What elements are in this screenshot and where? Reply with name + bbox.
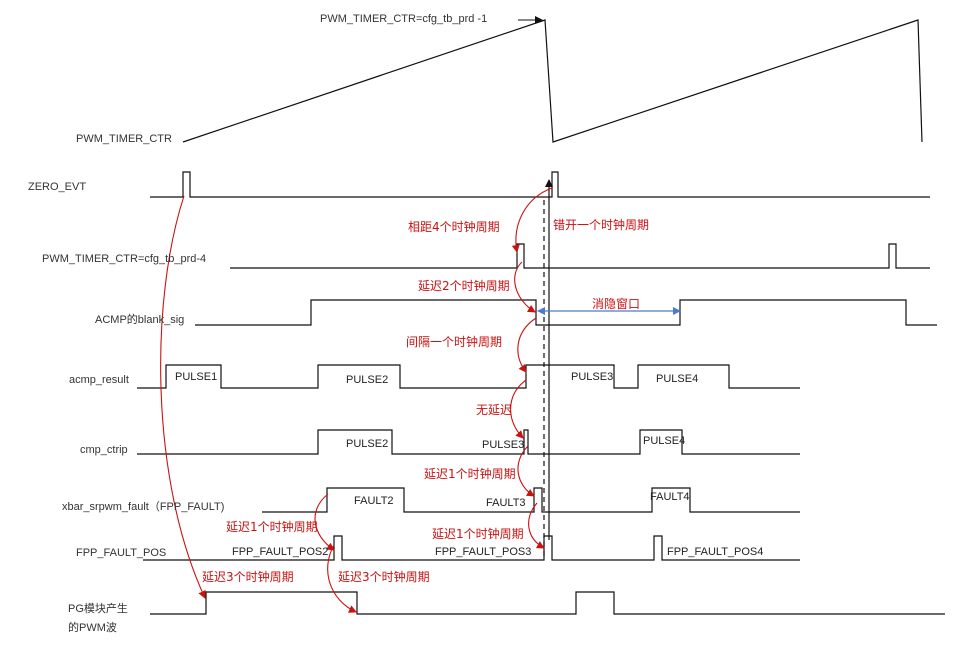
fpp-pos3-label: FPP_FAULT_POS3	[435, 546, 531, 558]
arrow-fault-to-fpp	[528, 502, 545, 549]
zero-evt-wave	[150, 171, 930, 198]
arrow-zero-to-prd4	[511, 187, 553, 253]
fault3-label: FAULT3	[486, 497, 526, 509]
arrow-fault2-to-fpp2	[314, 493, 335, 551]
label-acmp-result: acmp_result	[69, 374, 129, 386]
ctrip-pulse2-label: PULSE2	[346, 438, 388, 450]
fault2-label: FAULT2	[354, 495, 394, 507]
annotation-delay2: 延迟2个时钟周期	[418, 278, 510, 293]
annotation-blank-window: 消隐窗口	[592, 297, 640, 311]
blank-sig-wave	[195, 299, 937, 326]
arrow-fpp2-to-pg	[327, 544, 357, 613]
pwm-timer-ctr-wave	[182, 19, 923, 143]
acmp-pulse2-label: PULSE2	[346, 374, 388, 386]
cmp-ctrip-wave	[137, 429, 800, 455]
annotation-interval1: 间隔一个时钟周期	[406, 334, 502, 349]
arrow-acmp-to-ctrip	[510, 379, 527, 439]
arrow-ctrip-to-fault	[517, 445, 535, 497]
acmp-pulse3-label: PULSE3	[571, 371, 613, 383]
label-zero-evt: ZERO_EVT	[28, 181, 86, 193]
label-blank-sig: ACMP的blank_sig	[95, 312, 184, 326]
label-cmp-ctrip: cmp_ctrip	[80, 444, 128, 456]
top-label: PWM_TIMER_CTR=cfg_tb_prd -1	[320, 13, 487, 25]
fpp-pos4-label: FPP_FAULT_POS4	[667, 546, 763, 558]
fpp-fault-pos-wave	[143, 535, 800, 561]
label-pg-pwm-line1: PG模块产生	[68, 601, 128, 615]
annotation-delay1-c: 延迟1个时钟周期	[432, 526, 524, 541]
annotation-delay3-b: 延迟3个时钟周期	[338, 569, 430, 584]
annotation-delay1-b: 延迟1个时钟周期	[226, 519, 318, 534]
annotation-dist4: 相距4个时钟周期	[408, 219, 500, 234]
fault4-label: FAULT4	[650, 491, 690, 503]
annotation-offset1: 错开一个时钟周期	[553, 217, 649, 232]
annotation-delay3-a: 延迟3个时钟周期	[202, 569, 294, 584]
annotation-no-delay: 无延迟	[476, 403, 512, 417]
acmp-pulse4-label: PULSE4	[656, 373, 698, 385]
ctrip-pulse3-label: PULSE3	[482, 439, 524, 451]
label-pg-pwm-line2: 的PWM波	[68, 620, 117, 634]
label-pwm-timer-ctr: PWM_TIMER_CTR	[76, 133, 172, 145]
arrow-prd4-to-blank	[514, 261, 536, 313]
acmp-pulse1-label: PULSE1	[175, 371, 217, 383]
label-timer-prd4: PWM_TIMER_CTR=cfg_tb_prd-4	[42, 253, 206, 265]
arrow-blank-to-acmp	[517, 317, 537, 373]
pg-pwm-wave	[150, 591, 945, 615]
acmp-result-wave	[137, 364, 800, 389]
arrow-zero-to-pg	[160, 195, 206, 599]
timer-prd4-wave	[230, 243, 930, 269]
label-fpp-fault-pos: FPP_FAULT_POS	[76, 547, 166, 559]
label-xbar-fault: xbar_srpwm_fault（FPP_FAULT)	[62, 500, 224, 513]
fpp-pos2-label: FPP_FAULT_POS2	[232, 546, 328, 558]
ctrip-pulse4-label: PULSE4	[643, 435, 685, 447]
xbar-fault-wave	[262, 487, 800, 513]
annotation-delay1-a: 延迟1个时钟周期	[424, 466, 516, 481]
